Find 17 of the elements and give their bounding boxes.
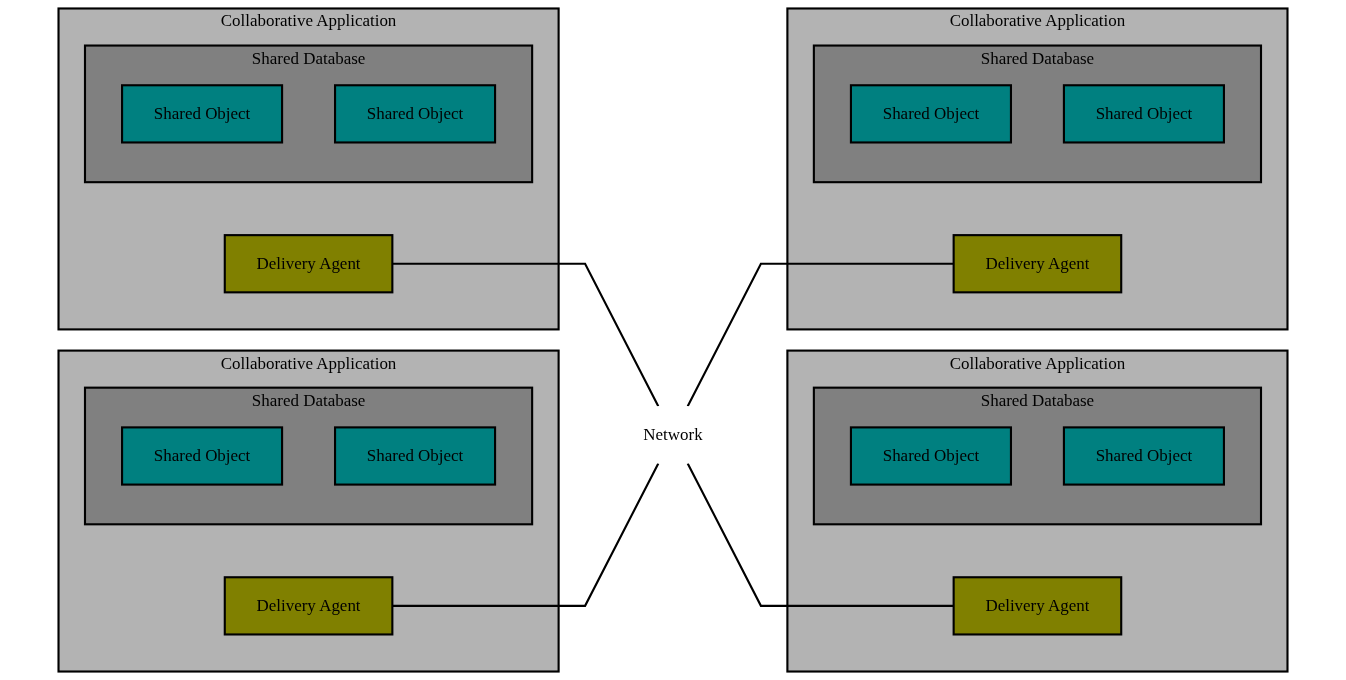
node-box: Shared Object bbox=[121, 426, 284, 486]
node-box: Shared Object bbox=[849, 426, 1012, 486]
node-box: Shared Object bbox=[121, 84, 284, 144]
node-text: Network bbox=[643, 425, 703, 444]
node-box: Shared Object bbox=[1062, 84, 1225, 144]
connector bbox=[392, 262, 660, 407]
node-box: Delivery Agent bbox=[223, 234, 394, 294]
node-box: Shared Object bbox=[334, 426, 497, 486]
connector bbox=[686, 462, 954, 607]
connector bbox=[686, 262, 954, 407]
node-box: Shared Object bbox=[849, 84, 1012, 144]
connector bbox=[392, 462, 660, 607]
node-box: Shared Object bbox=[334, 84, 497, 144]
node-box: Delivery Agent bbox=[952, 234, 1123, 294]
node-box: Delivery Agent bbox=[223, 576, 394, 636]
node-box: Shared Object bbox=[1062, 426, 1225, 486]
node-box: Delivery Agent bbox=[952, 576, 1123, 636]
